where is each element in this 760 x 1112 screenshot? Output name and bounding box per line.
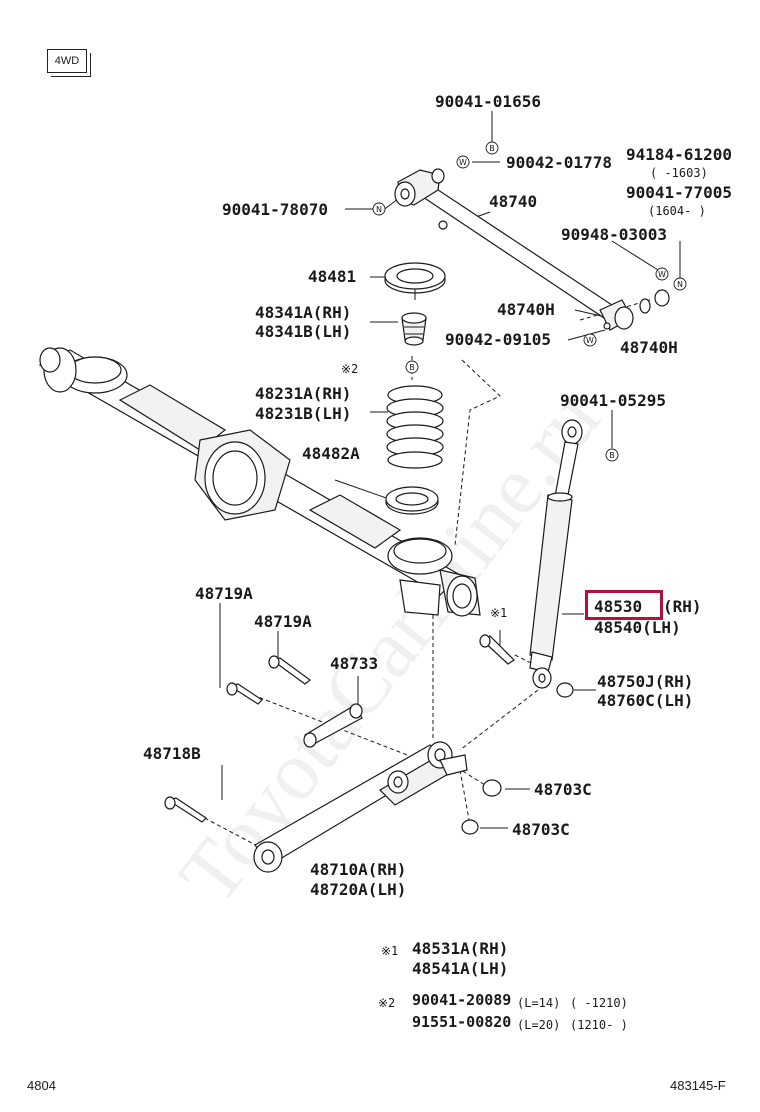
part-label[interactable]: 48341B(LH): [255, 322, 352, 341]
note2-line2[interactable]: 91551-00820: [412, 1013, 512, 1031]
note2-line2-length: (L=20): [517, 1018, 561, 1032]
variant-tag: 4WD: [47, 49, 91, 77]
part-label[interactable]: 48740H: [620, 338, 678, 357]
part-range: ( -1603): [650, 166, 708, 180]
part-label[interactable]: 94184-61200: [626, 145, 732, 164]
note1-mark: ※1: [381, 944, 399, 958]
highlight-frame: [585, 590, 663, 620]
shock-absorber: [529, 419, 583, 689]
callout-w: W: [586, 336, 594, 345]
part-label[interactable]: 48720A(LH): [310, 880, 407, 899]
part-label[interactable]: 48719A: [254, 612, 312, 631]
part-label[interactable]: 48710A(RH): [310, 860, 407, 879]
part-label[interactable]: 90042-01778: [506, 153, 612, 172]
spring-lower-seat: [385, 486, 439, 515]
note2-line2-range: (1210- ): [570, 1018, 628, 1032]
note2-line1[interactable]: 90041-20089: [412, 991, 512, 1009]
part-label[interactable]: 48703C: [512, 820, 570, 839]
part-label[interactable]: 48740H: [497, 300, 555, 319]
part-label[interactable]: 48231B(LH): [255, 404, 352, 423]
part-side: (RH): [663, 597, 702, 616]
spring-upper-seat: [384, 262, 446, 300]
part-label[interactable]: 48481: [308, 267, 357, 286]
fasteners: [164, 634, 574, 835]
part-label[interactable]: 48231A(RH): [255, 384, 352, 403]
callout-b: B: [409, 363, 415, 372]
callout-n: N: [677, 280, 683, 289]
part-label[interactable]: 90041-01656: [435, 92, 541, 111]
note-ref: ※2: [341, 362, 359, 376]
coil-spring: [386, 385, 444, 469]
note2-mark: ※2: [378, 996, 396, 1010]
part-label[interactable]: 48733: [330, 654, 379, 673]
bump-stopper: [401, 312, 427, 346]
note1-line2[interactable]: 48541A(LH): [412, 959, 509, 978]
part-label[interactable]: 48760C(LH): [597, 691, 694, 710]
callout-markers: B W N N W W B B: [372, 141, 687, 462]
callout-n: N: [376, 205, 382, 214]
note2-line1-range: ( -1210): [570, 996, 628, 1010]
lateral-link: [303, 703, 363, 748]
part-label[interactable]: 48740: [489, 192, 538, 211]
note-ref: ※1: [490, 606, 508, 620]
callout-w: W: [658, 270, 666, 279]
callout-w: W: [459, 158, 467, 167]
lower-control-arm: [253, 741, 468, 873]
part-label[interactable]: 48718B: [143, 744, 201, 763]
part-label[interactable]: 90042-09105: [445, 330, 551, 349]
part-label[interactable]: 48703C: [534, 780, 592, 799]
axle-housing: [38, 347, 481, 617]
upper-control-arm: [394, 168, 670, 331]
page-number: 4804: [27, 1078, 56, 1093]
part-label[interactable]: 48750J(RH): [597, 672, 694, 691]
part-label[interactable]: 48719A: [195, 584, 253, 603]
part-label[interactable]: 90948-03003: [561, 225, 667, 244]
part-label[interactable]: 90041-78070: [222, 200, 328, 219]
part-label-highlighted[interactable]: 48530: [594, 597, 643, 616]
part-range: (1604- ): [648, 204, 706, 218]
callout-b: B: [609, 451, 615, 460]
figure-number: 483145-F: [670, 1078, 726, 1093]
note2-line1-length: (L=14): [517, 996, 561, 1010]
part-label[interactable]: 48482A: [302, 444, 360, 463]
part-label[interactable]: 48341A(RH): [255, 303, 352, 322]
part-label[interactable]: 90041-05295: [560, 391, 666, 410]
part-label[interactable]: 48540(LH): [594, 618, 681, 637]
part-label[interactable]: 90041-77005: [626, 183, 732, 202]
note1-line1[interactable]: 48531A(RH): [412, 939, 509, 958]
callout-b: B: [489, 144, 495, 153]
